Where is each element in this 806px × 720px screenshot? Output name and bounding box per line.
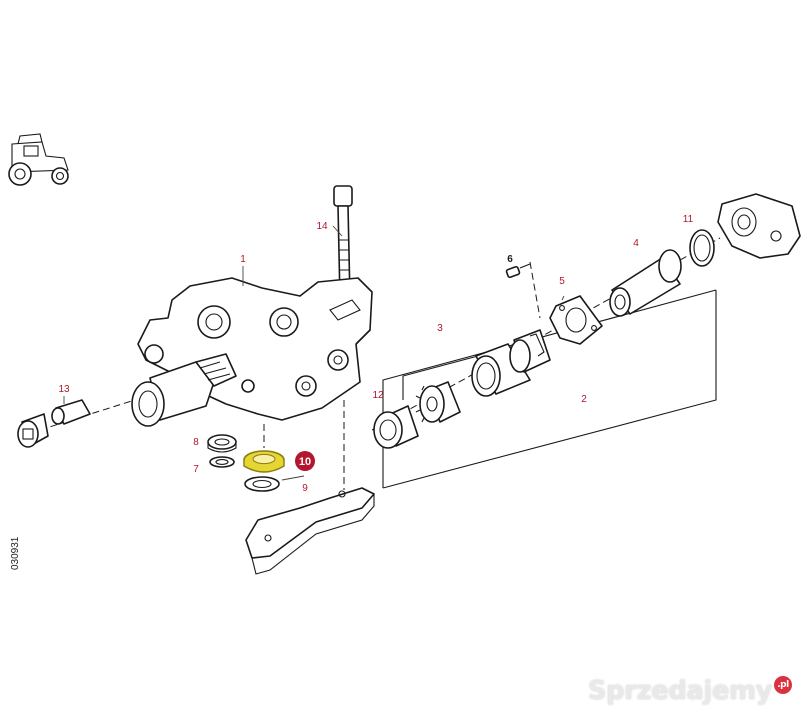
label-2: 2 (581, 394, 587, 405)
label-7: 7 (193, 464, 199, 475)
part-10-highlighted-seal (243, 450, 285, 473)
part-11-o-ring (689, 229, 715, 267)
part-14-bolt (333, 185, 353, 301)
part-8-ring (207, 434, 237, 453)
label-6: 6 (507, 254, 513, 265)
part-3-coupling (509, 329, 551, 373)
part-5-flange (549, 295, 603, 345)
label-9: 9 (302, 483, 308, 494)
label-10-badge: 10 (295, 451, 315, 471)
label-1: 1 (240, 254, 246, 265)
part-3-gear (415, 381, 461, 423)
label-14: 14 (316, 221, 328, 232)
label-8: 8 (193, 437, 199, 448)
part-12-bearing (373, 405, 419, 449)
watermark-text: Sprzedajemy (587, 676, 773, 706)
label-3: 3 (437, 323, 443, 334)
tractor-icon (8, 133, 69, 186)
part-3-sleeve (471, 343, 531, 397)
part-1-pump-body (131, 277, 373, 427)
drawing-number: 030931 (10, 536, 21, 570)
part-13-plug (17, 399, 91, 448)
label-4: 4 (633, 238, 639, 249)
label-12: 12 (372, 390, 384, 401)
label-13: 13 (58, 384, 70, 395)
watermark-suffix: .pl (774, 676, 792, 694)
mounting-bracket (245, 487, 375, 575)
part-4-shaft (609, 249, 682, 317)
part-6-screw (505, 263, 531, 279)
label-5: 5 (559, 276, 565, 287)
watermark: Sprzedajemy .pl (588, 676, 792, 706)
part-7-washer (209, 456, 235, 468)
label-10: 10 (299, 456, 311, 468)
end-housing (717, 193, 801, 259)
label-11: 11 (683, 214, 694, 225)
part-9-washer (244, 476, 280, 492)
